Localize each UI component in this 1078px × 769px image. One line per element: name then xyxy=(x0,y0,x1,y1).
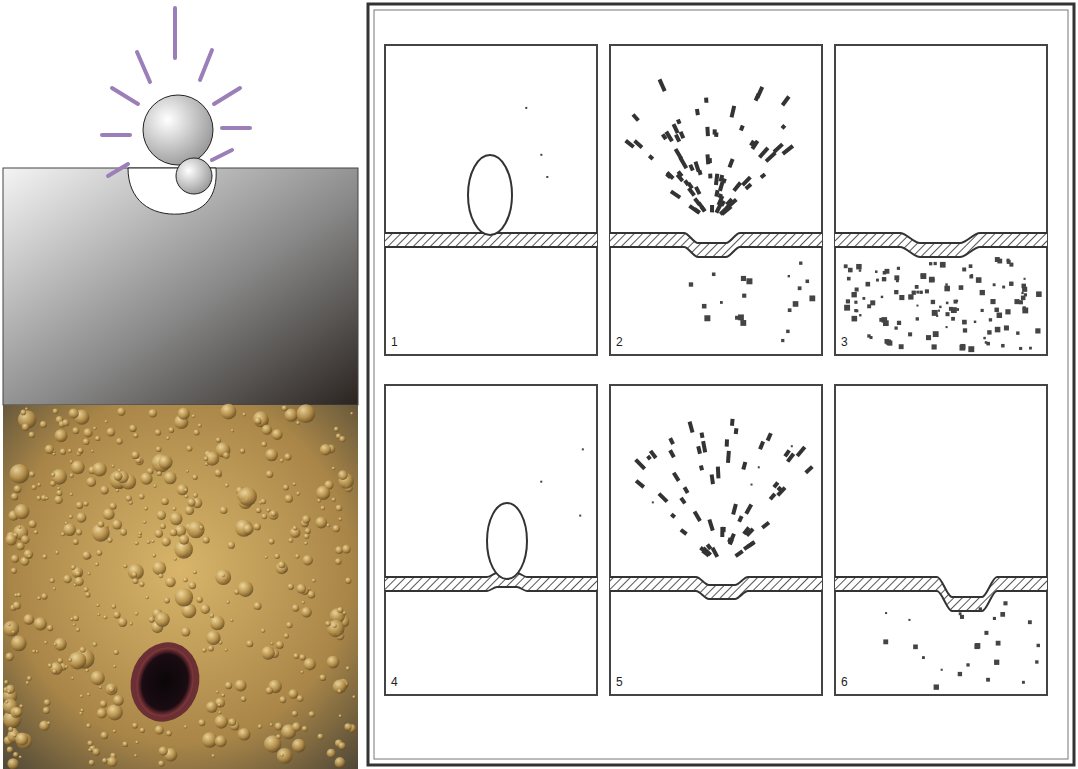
callout-number: 6 xyxy=(839,675,850,689)
callout-number: 3 xyxy=(839,335,850,349)
burst-panel xyxy=(610,385,822,695)
callout-number: 2 xyxy=(614,335,625,349)
callout-number: 4 xyxy=(389,675,400,689)
burst-panel xyxy=(835,385,1047,695)
burst-panel xyxy=(385,45,597,355)
burst-panel xyxy=(835,45,1047,355)
callout-number: 1 xyxy=(389,335,400,349)
burst-panel xyxy=(385,385,597,695)
callout-number: 5 xyxy=(614,675,625,689)
burst-panel xyxy=(610,45,822,355)
